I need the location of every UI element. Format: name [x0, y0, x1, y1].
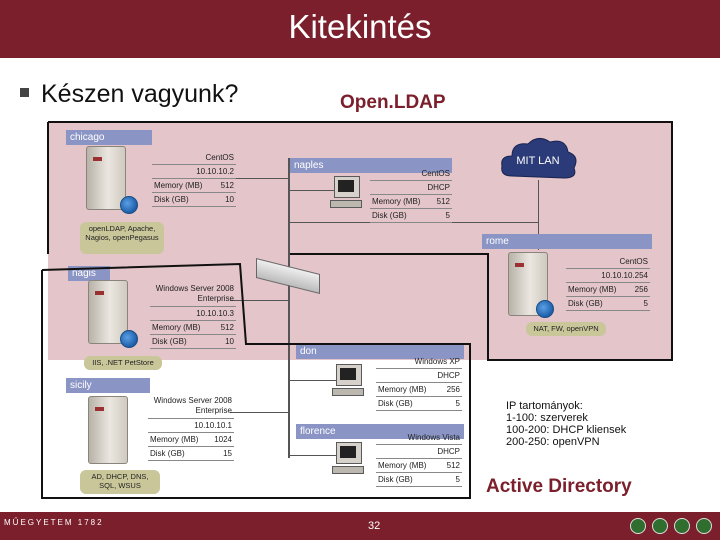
pc-monitor-icon — [334, 176, 360, 198]
globe-icon — [120, 196, 138, 214]
pc-monitor-icon — [336, 442, 362, 464]
server-ip: 10.10.10.3 — [150, 308, 236, 321]
mit-lan-label: MIT LAN — [516, 155, 559, 167]
don-os: Windows XP — [376, 356, 462, 369]
university-logo: MŰEGYETEM 1782 — [4, 518, 104, 527]
server-os: Windows Server 2008 Enterprise — [150, 284, 236, 307]
footer-icons — [630, 518, 718, 539]
ip-range-line: 100-200: DHCP kliensek — [506, 424, 627, 436]
nav-icon[interactable] — [674, 518, 690, 534]
ip-ranges-title: IP tartományok: — [506, 400, 583, 412]
network-line — [230, 178, 290, 179]
sicily-mem: Memory (MB)1024 — [148, 434, 234, 447]
don-disk: Disk (GB)5 — [376, 398, 462, 411]
bullet-text: Készen vagyunk? — [41, 80, 239, 108]
host-name-sicily: sicily — [66, 378, 150, 393]
chicago-services: openLDAP, Apache, Nagios, openPegasus — [80, 222, 164, 254]
naples-mem: Memory (MB)512 — [370, 196, 452, 209]
globe-icon — [536, 300, 554, 318]
slide-title: Kitekintés — [288, 8, 432, 45]
host-name-server: nagis — [68, 266, 110, 281]
nav-icon[interactable] — [696, 518, 712, 534]
pc-base-icon — [332, 466, 364, 474]
page-number: 32 — [368, 520, 381, 532]
sicily-services: AD, DHCP, DNS, SQL, WSUS — [80, 470, 160, 494]
florence-os: Windows Vista — [376, 432, 462, 445]
naples-disk: Disk (GB)5 — [370, 210, 452, 223]
chicago-disk: Disk (GB)10 — [152, 194, 236, 207]
naples-os: CentOS — [370, 168, 452, 181]
active-directory-label: Active Directory — [486, 476, 632, 497]
pc-base-icon — [330, 200, 362, 208]
rome-disk: Disk (GB)5 — [566, 298, 650, 311]
rome-mem: Memory (MB)256 — [566, 284, 650, 297]
bullet-item: Készen vagyunk? — [20, 80, 238, 109]
chicago-ip: 10.10.10.2 — [152, 166, 236, 179]
ip-range-line: 200-250: openVPN — [506, 436, 600, 448]
rome-services: NAT, FW, openVPN — [526, 322, 606, 336]
network-line — [288, 455, 336, 456]
naples-ip: DHCP — [370, 182, 452, 195]
title-bar — [0, 0, 720, 58]
florence-disk: Disk (GB)5 — [376, 474, 462, 487]
network-line — [288, 158, 290, 458]
sicily-os: Windows Server 2008 Enterprise — [148, 396, 234, 419]
server-icon — [88, 396, 128, 464]
footer-bar — [0, 512, 720, 540]
pc-monitor-icon — [336, 364, 362, 386]
don-ip: DHCP — [376, 370, 462, 383]
rome-ip: 10.10.10.254 — [566, 270, 650, 283]
bullet-square-icon — [20, 87, 29, 97]
host-name-chicago: chicago — [66, 130, 152, 145]
server-mem: Memory (MB)512 — [150, 322, 236, 335]
server-services: IIS, .NET PetStore — [84, 356, 162, 370]
nav-icon[interactable] — [630, 518, 646, 534]
host-name-rome: rome — [482, 234, 652, 249]
chicago-os: CentOS — [152, 152, 236, 165]
sicily-ip: 10.10.10.1 — [148, 420, 234, 433]
openldap-label: Open.LDAP — [340, 92, 446, 113]
network-line — [230, 300, 290, 301]
network-line — [230, 412, 290, 413]
network-line — [288, 190, 336, 191]
rome-os: CentOS — [566, 256, 650, 269]
globe-icon — [120, 330, 138, 348]
sicily-disk: Disk (GB)15 — [148, 448, 234, 461]
chicago-mem: Memory (MB)512 — [152, 180, 236, 193]
pc-base-icon — [332, 388, 364, 396]
nav-icon[interactable] — [652, 518, 668, 534]
florence-ip: DHCP — [376, 446, 462, 459]
ip-range-line: 1-100: szerverek — [506, 412, 588, 424]
ip-ranges: IP tartományok: 1-100: szerverek 100-200… — [506, 400, 626, 448]
cloud-icon: MIT LAN — [501, 138, 577, 179]
florence-mem: Memory (MB)512 — [376, 460, 462, 473]
network-line — [288, 380, 336, 381]
server-disk: Disk (GB)10 — [150, 336, 236, 349]
don-mem: Memory (MB)256 — [376, 384, 462, 397]
